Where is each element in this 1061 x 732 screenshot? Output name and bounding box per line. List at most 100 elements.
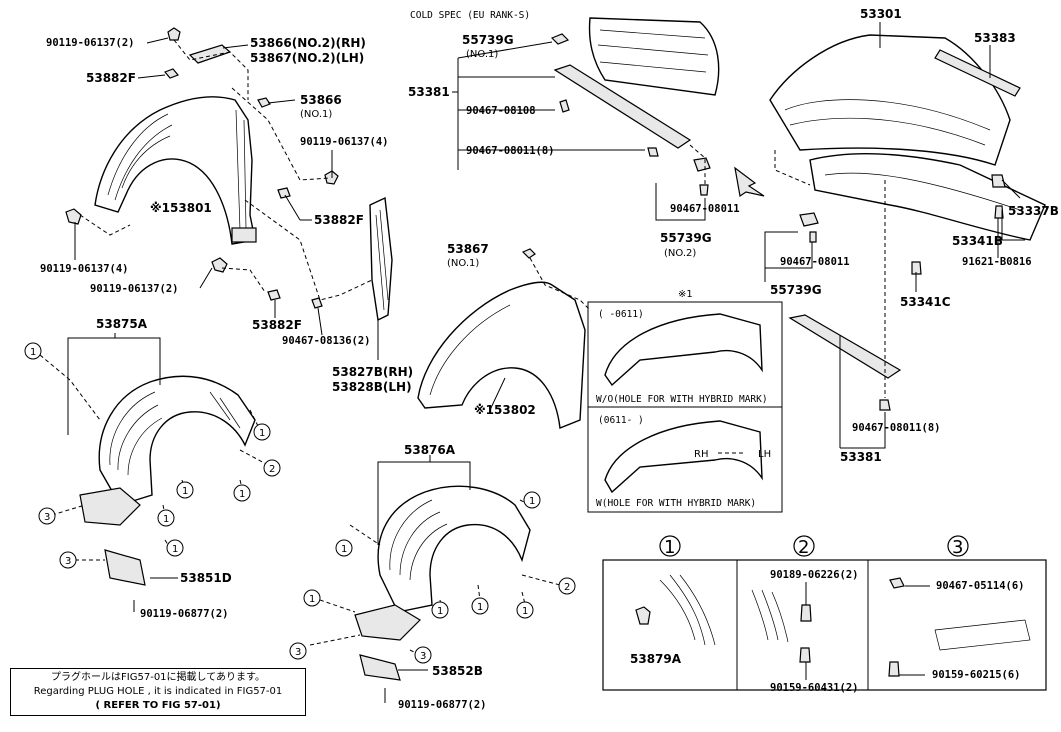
- label-53341c: 53341C: [900, 295, 951, 309]
- label-53801: ※153801: [150, 201, 212, 215]
- label-91621-b0816: 91621-B0816: [962, 256, 1032, 268]
- variant-lh: LH: [758, 449, 771, 460]
- label-90119-06137-4-b: 90119-06137(4): [40, 263, 129, 275]
- label-53381-top: 53381: [408, 85, 450, 99]
- fender-liner-53875a: [79, 375, 256, 586]
- label-53341b: 53341B: [952, 234, 1003, 248]
- label-53828b: 53828B(LH): [332, 380, 412, 394]
- svg-text:3: 3: [44, 512, 50, 523]
- note-line-en: Regarding PLUG HOLE , it is indicated in…: [33, 686, 283, 697]
- callout-1: 1: [176, 481, 194, 499]
- label-90467-08011-a: 90467-08011: [670, 203, 740, 215]
- svg-text:2: 2: [564, 582, 570, 593]
- svg-text:1: 1: [477, 602, 483, 613]
- callout-1: 1: [303, 589, 321, 607]
- fender-liner-53876a: [354, 485, 531, 681]
- variant-labels: ※1 ( -0611) W/O(HOLE FOR WITH HYBRID MAR…: [596, 289, 771, 509]
- label-53882f-mid: 53882F: [314, 213, 364, 227]
- leaders-hood: [764, 22, 1025, 449]
- label-53851d: 53851D: [180, 571, 232, 585]
- label-53867-no1-sub: (NO.1): [447, 258, 479, 269]
- label-53802: ※153802: [474, 403, 536, 417]
- label-53866: 53866: [300, 93, 342, 107]
- svg-text:1: 1: [30, 347, 36, 358]
- variant-marker: ※1: [678, 289, 693, 300]
- legend-2: 2: [798, 537, 809, 558]
- callout-2: 2: [263, 459, 281, 477]
- leaders-upper-left: [74, 37, 379, 360]
- callout-1: 1: [431, 601, 449, 619]
- label-90119-06877-b: 90119-06877(2): [398, 699, 487, 711]
- label-53866-no2-rh: 53866(NO.2)(RH): [250, 36, 366, 50]
- front-fender-53801: [94, 96, 257, 245]
- variant-top-caption: W/O(HOLE FOR WITH HYBRID MARK): [596, 394, 768, 405]
- svg-text:3: 3: [295, 647, 301, 658]
- callout-1: 1: [157, 509, 175, 527]
- svg-text:2: 2: [269, 464, 275, 475]
- callout-3: 3: [38, 507, 56, 525]
- label-53381-bot: 53381: [840, 450, 882, 464]
- svg-text:1: 1: [163, 514, 169, 525]
- label-53882f-top: 53882F: [86, 71, 136, 85]
- hood-53301: [769, 34, 1046, 411]
- note-line-jp: プラグホールはFIG57-01に掲載してあります。: [51, 672, 265, 683]
- callout-1: 1: [516, 601, 534, 619]
- callout-1: 1: [233, 484, 251, 502]
- callout-1: 1: [471, 597, 489, 615]
- variant-bottom-range: (0611- ): [598, 415, 644, 426]
- callout-3: 3: [59, 551, 77, 569]
- label-53866-sub: (NO.1): [300, 109, 332, 120]
- legend-headers: 1 2 3: [659, 535, 969, 558]
- label-90119-06137-2-top: 90119-06137(2): [46, 37, 135, 49]
- variant-rh: RH: [694, 449, 708, 460]
- label-55739g-2: 55739G: [660, 231, 712, 245]
- variant-bottom-caption: W(HOLE FOR WITH HYBRID MARK): [596, 498, 756, 509]
- label-53882f-low: 53882F: [252, 318, 302, 332]
- legend-3: 3: [952, 537, 963, 558]
- callout-1: 1: [166, 539, 184, 557]
- svg-text:1: 1: [529, 496, 535, 507]
- svg-text:1: 1: [172, 544, 178, 555]
- label-55739g-2-sub: (NO.2): [664, 248, 696, 259]
- label-90467-08011-8-b: 90467-08011(8): [852, 422, 941, 434]
- label-90467-08011-8-a: 90467-08011(8): [466, 145, 555, 157]
- variant-box: [587, 301, 783, 513]
- label-90467-08136: 90467-08136(2): [282, 335, 371, 347]
- label-55739g-1-sub: (NO.1): [466, 49, 498, 60]
- label-90119-06877-a: 90119-06877(2): [140, 608, 229, 620]
- label-90189-06226: 90189-06226(2): [770, 569, 859, 581]
- callout-3: 3: [414, 646, 432, 664]
- callout-1: 1: [523, 491, 541, 509]
- label-55739g-3: 55739G: [770, 283, 822, 297]
- label-90159-60431: 90159-60431(2): [770, 682, 859, 694]
- legend-box: [602, 559, 1047, 691]
- label-53301: 53301: [860, 7, 902, 21]
- leaders-center-fender: [489, 248, 591, 411]
- label-53879a: 53879A: [630, 652, 682, 666]
- svg-text:1: 1: [239, 489, 245, 500]
- callout-1: 1: [335, 539, 353, 557]
- label-53875a: 53875A: [96, 317, 148, 331]
- svg-text:1: 1: [437, 606, 443, 617]
- variant-top-range: ( -0611): [598, 309, 644, 320]
- svg-text:1: 1: [522, 606, 528, 617]
- front-fender-53802: [417, 281, 586, 429]
- label-90467-05114: 90467-05114(6): [936, 580, 1025, 592]
- plug-hole-note: プラグホールはFIG57-01に掲載してあります。 Regarding PLUG…: [10, 668, 306, 716]
- svg-text:1: 1: [341, 544, 347, 555]
- cold-spec-panel: [550, 17, 720, 196]
- label-53867-no1: 53867: [447, 242, 489, 256]
- label-90159-60215: 90159-60215(6): [932, 669, 1021, 681]
- svg-text:1: 1: [309, 594, 315, 605]
- label-53827b: 53827B(RH): [332, 365, 413, 379]
- callout-3: 3: [289, 642, 307, 660]
- callout-1: 1: [24, 342, 42, 360]
- label-90467-08011-b: 90467-08011: [780, 256, 850, 268]
- note-refer-fig: ( REFER TO FIG 57-01): [95, 700, 221, 711]
- leaders-left-liner: [39, 333, 269, 612]
- label-53337b: 53337B: [1008, 204, 1059, 218]
- label-53383: 53383: [974, 31, 1016, 45]
- callout-1: 1: [253, 423, 271, 441]
- label-53852b: 53852B: [432, 664, 483, 678]
